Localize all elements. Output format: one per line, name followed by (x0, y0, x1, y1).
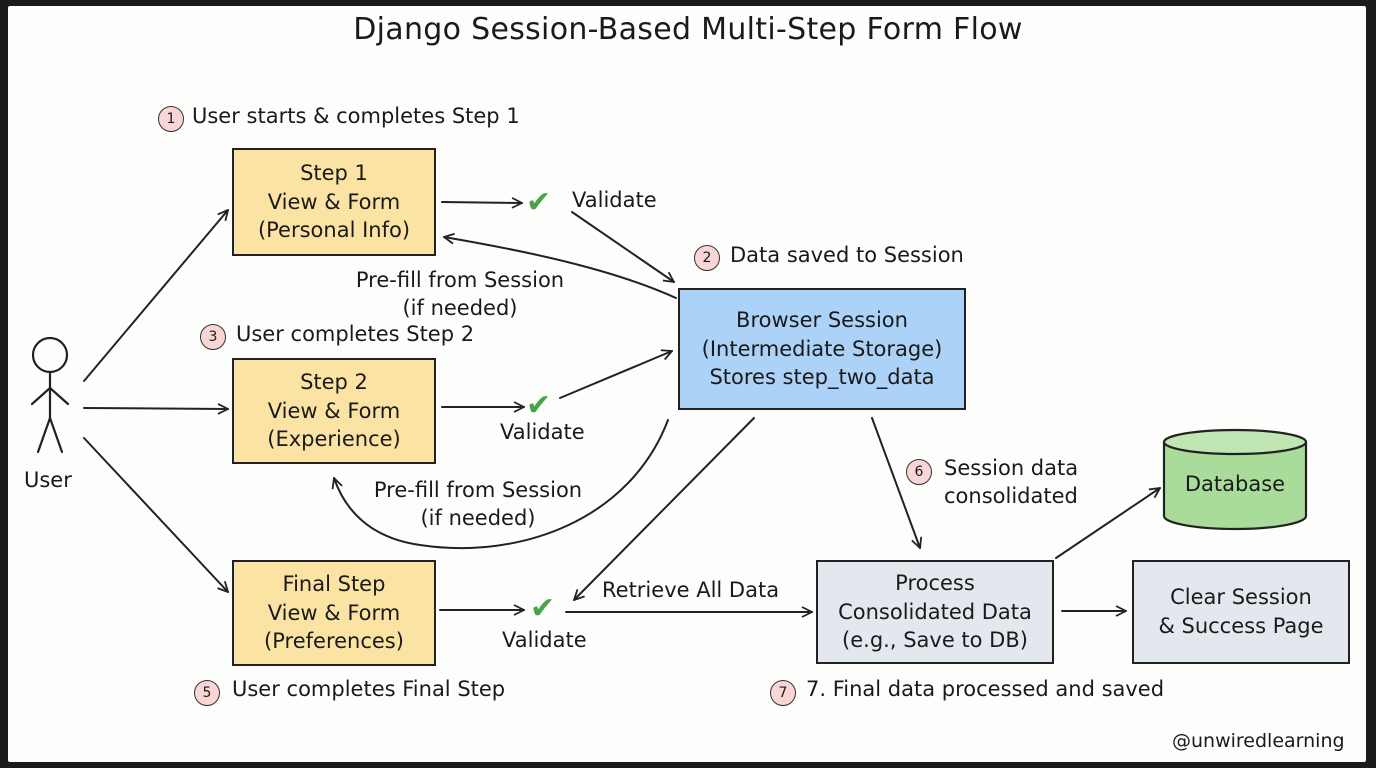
annotation-session-save: Data saved to Session (730, 243, 964, 267)
clear-session-box: Clear Session & Success Page (1132, 560, 1350, 664)
database-cylinder-icon (1162, 428, 1308, 531)
database-label: Database (1184, 472, 1286, 496)
arrow-session-to-validate3 (573, 417, 755, 601)
arrow-user-to-step1 (83, 209, 229, 382)
annotation-consolidated-line2: consolidated (944, 484, 1078, 508)
step-number-badge: 6 (906, 459, 932, 485)
step2-subtitle: View & Form (267, 398, 401, 423)
arrow-validate2-to-session (559, 349, 673, 399)
step1-subtitle: View & Form (267, 189, 401, 214)
validate-check-icon: ✔ (530, 591, 556, 626)
arrow-session-to-step2-prefill (331, 419, 669, 549)
step-number-badge: 1 (158, 106, 184, 132)
session-detail: Stores step_two_data (709, 365, 935, 390)
annotation-step2: User completes Step 2 (236, 322, 475, 346)
final-step-subtitle: View & Form (267, 600, 401, 625)
clear-session-title: Clear Session (1170, 585, 1312, 610)
step-number-badge: 2 (694, 245, 720, 271)
final-step-detail: (Preferences) (264, 629, 404, 654)
process-detail: (e.g., Save to DB) (842, 628, 1028, 653)
validate-check-icon: ✔ (526, 388, 552, 423)
prefill-label-step1-line2: (if needed) (402, 296, 518, 320)
step2-detail: (Experience) (267, 427, 401, 452)
session-title: Browser Session (736, 307, 908, 332)
step1-box: Step 1 View & Form (Personal Info) (232, 148, 436, 256)
step1-title: Step 1 (300, 160, 368, 185)
session-subtitle: (Intermediate Storage) (701, 336, 943, 361)
prefill-label-step2-line2: (if needed) (420, 506, 536, 530)
retrieve-all-data-label: Retrieve All Data (602, 578, 780, 602)
step-number-badge: 3 (200, 324, 226, 350)
process-box: Process Consolidated Data (e.g., Save to… (816, 560, 1054, 664)
final-step-title: Final Step (282, 571, 386, 596)
user-label: User (24, 468, 72, 492)
validate-label-final: Validate (502, 628, 587, 652)
step2-box: Step 2 View & Form (Experience) (232, 358, 436, 464)
step2-title: Step 2 (300, 369, 368, 394)
annotation-step1: User starts & completes Step 1 (192, 104, 520, 128)
arrow-session-to-step1-prefill (443, 232, 677, 299)
annotation-final-step: User completes Final Step (232, 677, 506, 701)
annotation-consolidated-line1: Session data (944, 456, 1079, 480)
step1-detail: (Personal Info) (257, 218, 411, 243)
diagram-title: Django Session-Based Multi-Step Form Flo… (353, 12, 1023, 47)
arrow-user-to-step2 (83, 403, 229, 415)
process-title: Process (895, 570, 975, 595)
process-subtitle: Consolidated Data (838, 599, 1032, 624)
arrow-process-to-database (1055, 487, 1161, 559)
annotation-processed-saved: 7. Final data processed and saved (806, 677, 1165, 701)
arrow-user-to-final (83, 437, 229, 593)
prefill-label-step1-line1: Pre-fill from Session (355, 268, 565, 292)
arrow-validate1-to-session (571, 211, 675, 283)
validate-label-step1: Validate (572, 188, 657, 212)
arrow-session-to-process (871, 417, 923, 549)
author-handle: @unwiredlearning (1172, 730, 1345, 752)
prefill-label-step2-line1: Pre-fill from Session (373, 478, 583, 502)
step-number-badge: 7 (770, 680, 796, 706)
step-number-badge: 5 (194, 680, 220, 706)
validate-check-icon: ✔ (526, 185, 552, 220)
user-stick-figure-icon (30, 336, 70, 454)
arrow-step1-to-validate (441, 197, 523, 209)
clear-session-subtitle: & Success Page (1158, 614, 1324, 638)
final-step-box: Final Step View & Form (Preferences) (232, 560, 436, 666)
validate-label-step2: Validate (500, 420, 585, 444)
browser-session-box: Browser Session (Intermediate Storage) S… (678, 288, 966, 410)
